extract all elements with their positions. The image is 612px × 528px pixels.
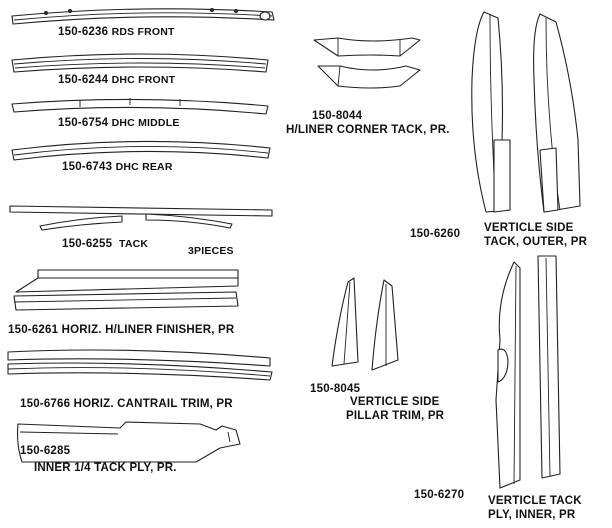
part-number: 150-6236 [58, 26, 109, 38]
part-name: DHC MIDDLE [111, 117, 180, 129]
label-150-6270-number: 150-6270 [414, 489, 465, 501]
label-150-8044-number: 150-8044 [312, 110, 363, 122]
label-150-6236: 150-6236 RDS FRONT [58, 26, 175, 39]
part-150-6244-drawing [11, 53, 269, 73]
part-150-6766-drawing [7, 349, 273, 381]
part-name: HORIZ. CANTRAIL TRIM, PR [73, 398, 233, 410]
part-name: HORIZ. H/LINER FINISHER, PR [61, 324, 235, 336]
part-number: 150-6255 [62, 238, 113, 250]
part-name: RDS FRONT [111, 26, 175, 38]
part-150-6270-drawing [495, 255, 561, 489]
part-name: DHC FRONT [111, 74, 176, 86]
label-150-6255: 150-6255 TACK [62, 238, 148, 251]
label-150-8044-name: H/LINER CORNER TACK, PR. [286, 124, 450, 136]
part-number: 150-6244 [58, 74, 109, 86]
part-number: 150-6743 [62, 161, 113, 173]
label-150-6743: 150-6743 DHC REAR [62, 161, 173, 174]
part-150-6261-drawing [13, 269, 239, 311]
label-150-6260-name2: TACK, OUTER, PR [484, 236, 588, 248]
part-number: 150-6754 [58, 117, 109, 129]
part-150-6260-drawing [471, 11, 581, 213]
label-150-6285-name: INNER 1/4 TACK PLY, PR. [34, 462, 177, 474]
label-150-6244: 150-6244 DHC FRONT [58, 74, 175, 87]
label-150-8045-name: VERTICLE SIDE [350, 396, 440, 408]
part-name: DHC REAR [115, 161, 173, 173]
label-150-6766: 150-6766 HORIZ. CANTRAIL TRIM, PR [20, 398, 233, 411]
label-150-6285-number: 150-6285 [20, 445, 71, 457]
label-150-8045-number: 150-8045 [310, 383, 361, 395]
part-150-8044-drawing [313, 37, 421, 89]
part-150-6236-drawing [11, 7, 275, 25]
label-150-6260-name: VERTICLE SIDE [484, 222, 574, 234]
label-150-6261: 150-6261 HORIZ. H/LINER FINISHER, PR [8, 324, 234, 337]
part-number: 150-6261 [8, 324, 59, 336]
part-number: 150-6766 [20, 398, 71, 410]
label-150-6255-extra: 3PIECES [188, 245, 234, 257]
label-150-6270-name: VERTICLE TACK [488, 495, 582, 507]
part-150-6754-drawing [11, 98, 269, 115]
part-name: TACK [119, 238, 149, 250]
label-150-6754: 150-6754 DHC MIDDLE [58, 117, 180, 130]
part-150-6743-drawing [11, 140, 271, 161]
label-150-6270-name2: PLY, INNER, PR [488, 509, 576, 521]
label-150-6260-number: 150-6260 [410, 228, 461, 240]
part-150-6255-drawing [9, 205, 273, 231]
part-150-8045-drawing [331, 277, 399, 371]
label-150-8045-name2: PILLAR TRIM, PR [346, 410, 445, 422]
part-150-6285-drawing [16, 421, 241, 463]
